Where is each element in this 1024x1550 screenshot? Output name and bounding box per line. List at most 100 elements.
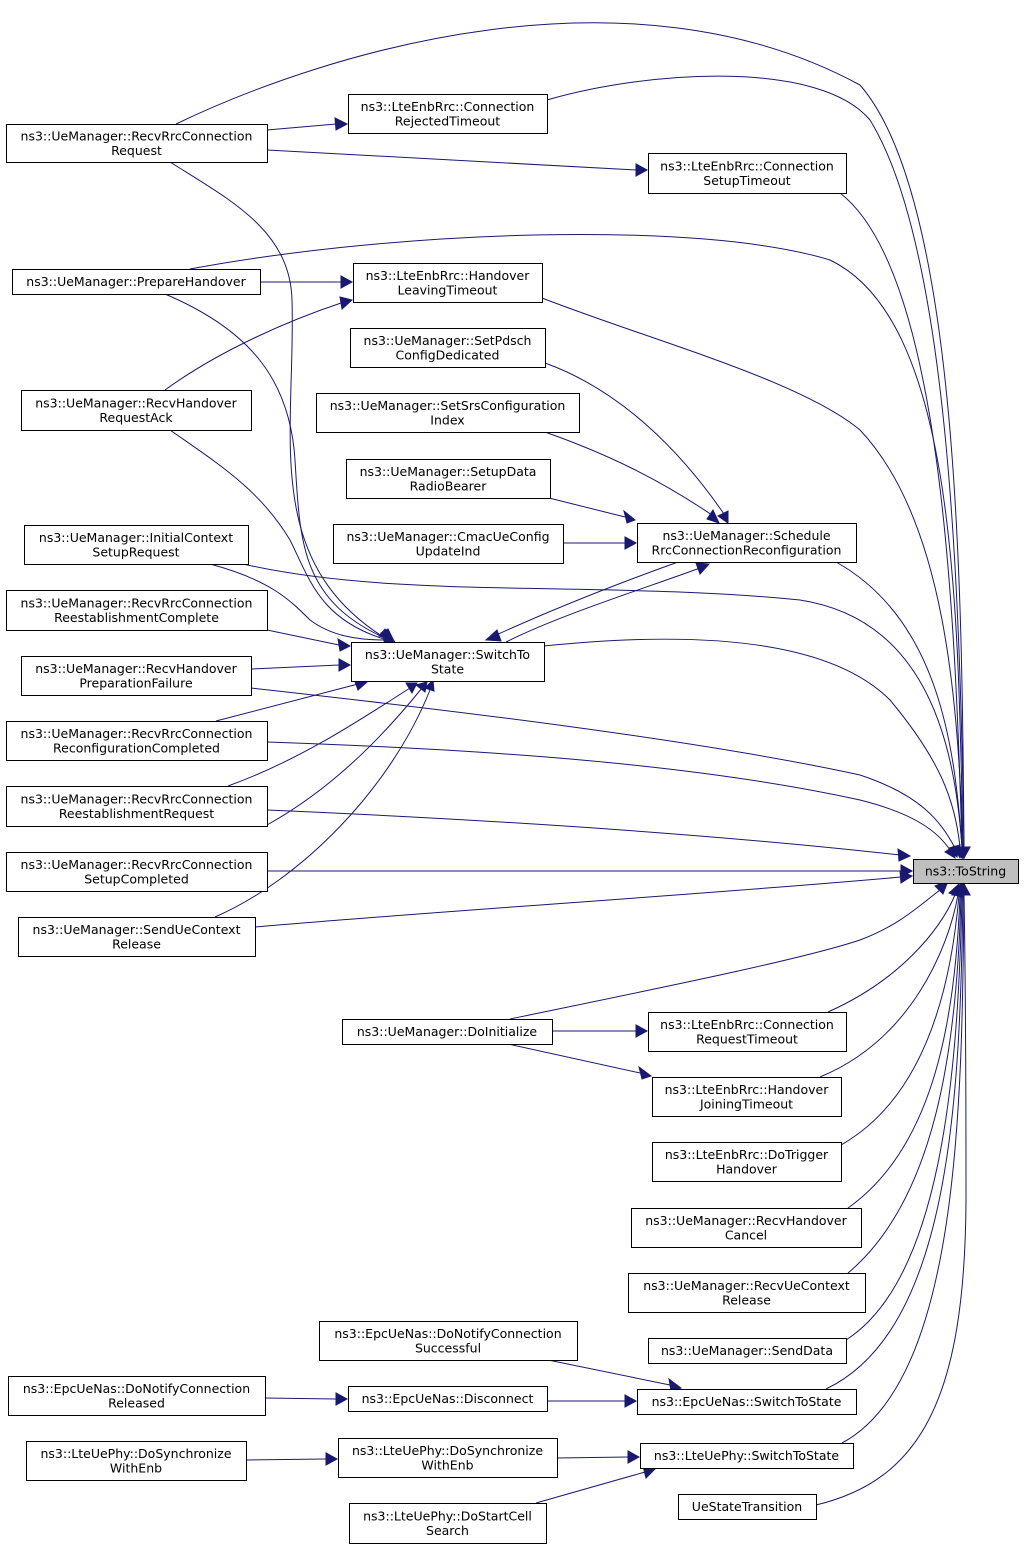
edge-line (815, 894, 967, 1506)
node-recvrrcreestcomplete[interactable]: ns3::UeManager::RecvRrcConnectionReestab… (6, 590, 268, 631)
node-box (648, 153, 847, 194)
edge-line (266, 741, 951, 851)
node-label-line: SetupRequest (92, 544, 179, 559)
arrowhead-icon (484, 629, 502, 642)
edge-recvhandoverprepfail-to-switchtostate (250, 658, 352, 672)
node-label-line: Release (112, 936, 161, 951)
edge-line (164, 302, 342, 391)
node-box (353, 263, 543, 303)
arrowhead-icon (706, 508, 720, 524)
node-box (652, 1077, 842, 1117)
node-label-line: ns3::UeManager::SetSrsConfiguration (330, 398, 566, 413)
edge-line (175, 22, 965, 848)
arrowhead-icon (717, 510, 729, 524)
edge-cmacueconfig-to-schedulerrcconnreconf (563, 536, 638, 550)
edge-recvrrcconnreq-to-connrejtimeout (266, 117, 349, 131)
node-switchtostate[interactable]: ns3::UeManager::SwitchToState (351, 642, 545, 682)
node-initialcontextsetup[interactable]: ns3::UeManager::InitialContextSetupReque… (24, 525, 249, 565)
edge-line (493, 561, 679, 637)
node-senddata[interactable]: ns3::UeManager::SendData (648, 1338, 847, 1364)
node-physwitchtostate[interactable]: ns3::LteUePhy::SwitchToState (640, 1443, 854, 1469)
node-label-line: RequestTimeout (696, 1031, 798, 1046)
node-label-line: ns3::EpcUeNas::Disconnect (362, 1391, 534, 1406)
edge-line (544, 431, 713, 516)
node-box (26, 1441, 247, 1481)
edge-preparehandover-to-handoverleavingtimeout (260, 275, 354, 289)
node-label-line: ns3::UeManager::SendUeContext (33, 922, 241, 937)
node-schedulerrcconnreconf[interactable]: ns3::UeManager::ScheduleRrcConnectionRec… (637, 523, 857, 563)
node-recvhandoverprepfail[interactable]: ns3::UeManager::RecvHandoverPreparationF… (21, 656, 252, 696)
edge-recvrrcconnreq-to-connsetuptimeout (266, 149, 649, 177)
node-label-line: Successful (415, 1340, 481, 1355)
node-recvrrcreconfcompleted[interactable]: ns3::UeManager::RecvRrcConnectionReconfi… (6, 721, 268, 761)
node-connrejtimeout[interactable]: ns3::LteEnbRrc::ConnectionRejectedTimeou… (348, 94, 548, 134)
edge-recvrrcsetupcompleted-to-switchtostate (266, 681, 428, 826)
node-box (648, 1338, 847, 1364)
edge-recvrrcreconfcompleted-to-tostring (266, 741, 956, 859)
node-box (640, 1443, 854, 1469)
node-box (6, 124, 268, 163)
node-box (6, 852, 268, 892)
node-recvrrcsetupcompleted[interactable]: ns3::UeManager::RecvRrcConnectionSetupCo… (6, 852, 268, 892)
node-box (631, 1208, 862, 1248)
edge-line (547, 1359, 671, 1386)
edge-doinitialize-to-tostring (509, 880, 949, 1020)
node-label-line: ns3::UeManager::SetPdsch (364, 333, 532, 348)
node-tostring[interactable]: ns3::ToString (913, 859, 1019, 884)
arrowhead-icon (339, 296, 354, 310)
node-label-line: Index (430, 412, 464, 427)
edge-donotifyconnreleased-to-epcdisconnect (264, 1392, 349, 1406)
node-epcswitchtostate[interactable]: ns3::EpcUeNas::SwitchToState (637, 1389, 857, 1415)
edge-schedulerrcconnreconf-to-switchtostate (484, 561, 679, 642)
node-donotifyconnreleased[interactable]: ns3::EpcUeNas::DoNotifyConnectionRelease… (8, 1376, 266, 1416)
arrowhead-icon (624, 536, 638, 550)
arrowhead-icon (638, 1065, 653, 1080)
edge-line (245, 1458, 327, 1461)
node-label-line: ns3::UeManager::RecvRrcConnection (21, 791, 253, 806)
edge-line (841, 894, 965, 1444)
edge-recvhandoverreqack-to-handoverleavingtimeout (164, 296, 354, 391)
node-label-line: Release (722, 1292, 771, 1307)
node-box (628, 1273, 866, 1313)
node-label-line: ns3::LteEnbRrc::Connection (361, 99, 535, 114)
node-label-line: ns3::LteEnbRrc::Connection (660, 158, 834, 173)
node-epcdisconnect[interactable]: ns3::EpcUeNas::Disconnect (348, 1386, 548, 1412)
node-recvrrcreestrequest[interactable]: ns3::UeManager::RecvRrcConnectionReestab… (6, 786, 268, 827)
node-label-line: Request (111, 143, 162, 158)
edge-line (215, 683, 359, 722)
arrowhead-icon (635, 1024, 649, 1038)
edge-line (541, 297, 964, 848)
edge-line (544, 496, 626, 518)
node-label-line: ns3::UeManager::Schedule (662, 528, 830, 543)
node-doinitialize[interactable]: ns3::UeManager::DoInitialize (342, 1019, 553, 1045)
edge-recvrrcconnreq-to-tostring (175, 22, 971, 860)
edge-line (266, 629, 340, 646)
arrowhead-icon (695, 562, 711, 575)
node-label-line: ns3::UeManager::PrepareHandover (26, 274, 246, 289)
node-uestatetransition[interactable]: UeStateTransition (678, 1494, 817, 1520)
node-donotifyconnsuccessful[interactable]: ns3::EpcUeNas::DoNotifyConnectionSuccess… (319, 1321, 578, 1361)
arrowhead-icon (627, 1450, 641, 1464)
node-preparehandover[interactable]: ns3::UeManager::PrepareHandover (12, 269, 261, 295)
node-label-line: UeStateTransition (692, 1499, 802, 1514)
node-label-line: Search (426, 1523, 469, 1538)
node-label-line: State (431, 661, 464, 676)
edge-line (169, 161, 386, 639)
